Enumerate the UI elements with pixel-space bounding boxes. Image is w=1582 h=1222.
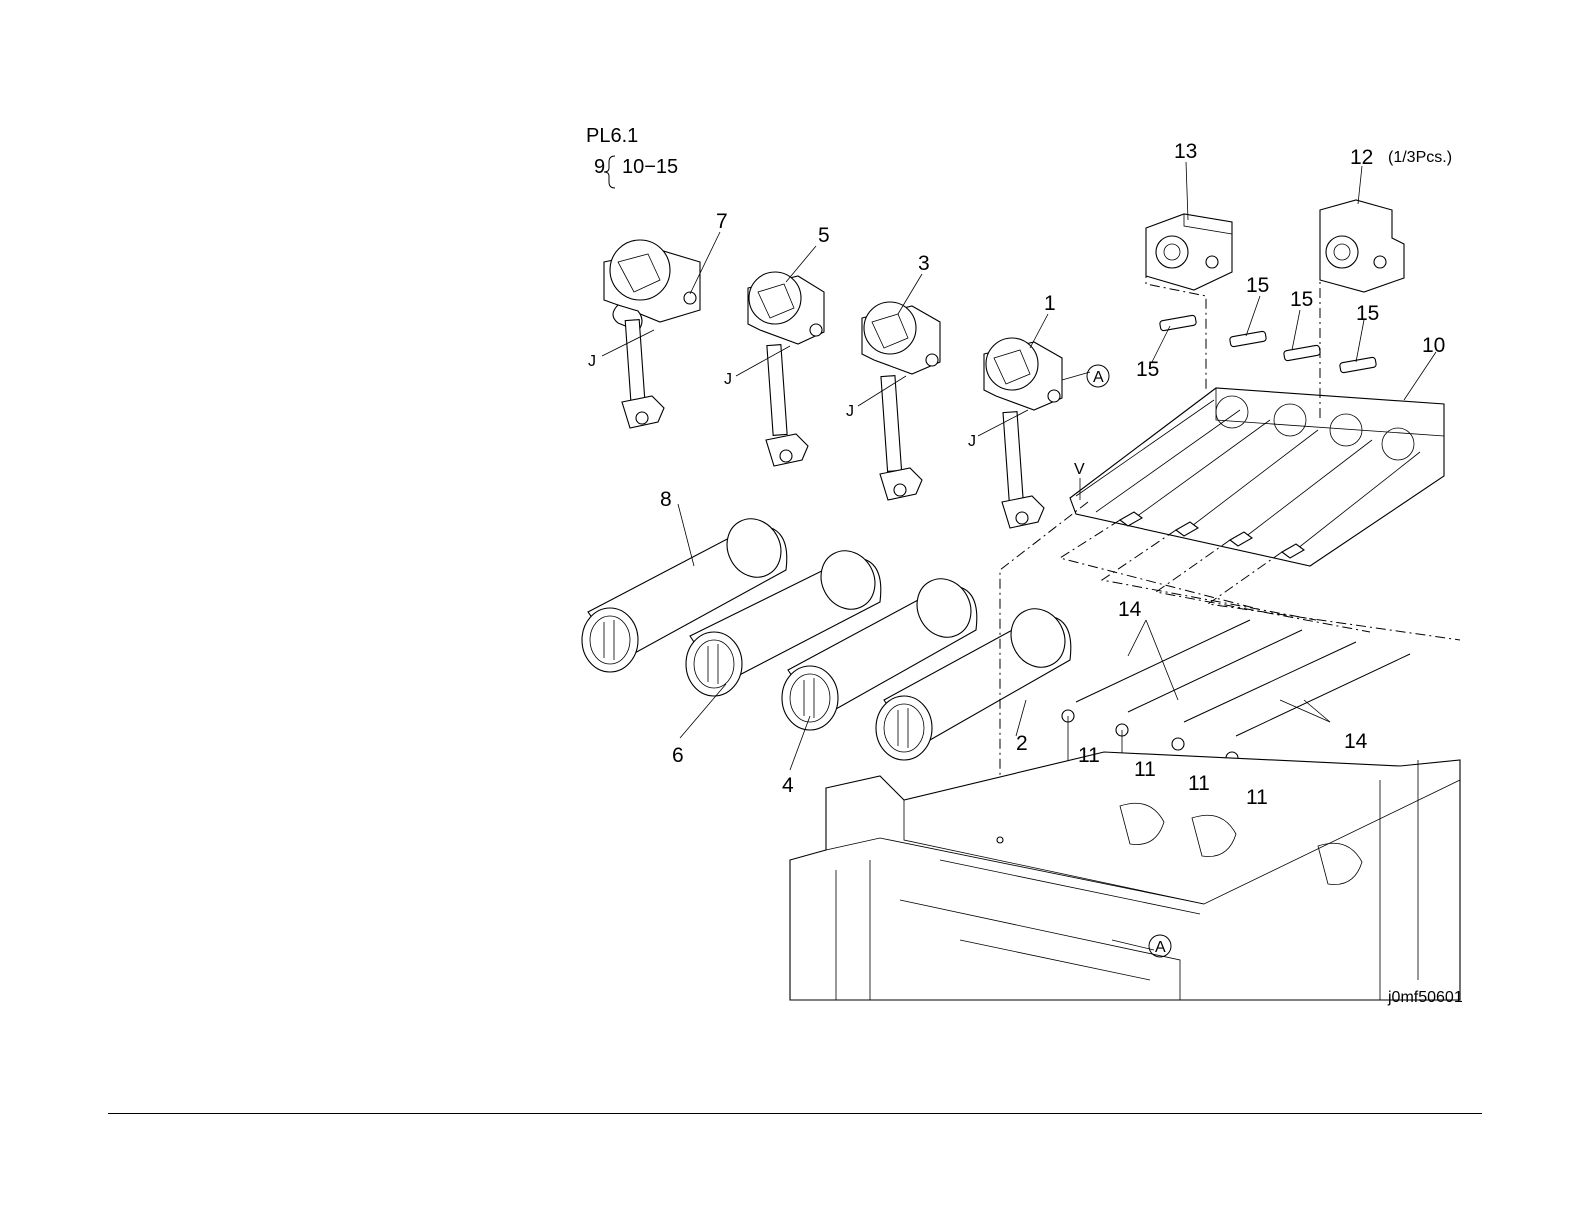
callout-12: 12 bbox=[1350, 146, 1373, 169]
callout-3: 3 bbox=[918, 252, 930, 275]
toner-dispenser-1 bbox=[984, 338, 1062, 528]
plate-reference: PL6.1 bbox=[586, 125, 638, 147]
motor-12 bbox=[1320, 200, 1404, 292]
callout-14-a: 14 bbox=[1118, 598, 1142, 621]
callout-11-d: 11 bbox=[1246, 786, 1268, 809]
callout-13: 13 bbox=[1174, 140, 1197, 163]
svg-text:A: A bbox=[1093, 369, 1104, 386]
footer-rule bbox=[108, 1113, 1482, 1114]
callout-1: 1 bbox=[1044, 292, 1056, 315]
ref-j-4: J bbox=[968, 433, 976, 450]
assembly-item-number: 9 bbox=[594, 156, 605, 178]
shafts-14 bbox=[1076, 620, 1410, 736]
sensors-15 bbox=[1159, 315, 1376, 373]
toner-dispenser-7 bbox=[604, 240, 700, 428]
callout-14-b: 14 bbox=[1344, 730, 1368, 753]
callout-15-c: 15 bbox=[1290, 288, 1313, 311]
assembly-brace bbox=[604, 156, 615, 188]
callout-5: 5 bbox=[818, 224, 830, 247]
svg-text:A: A bbox=[1155, 939, 1166, 956]
callout-6: 6 bbox=[672, 744, 684, 767]
callout-12-quantity: (1/3Pcs.) bbox=[1388, 149, 1452, 166]
callout-15-b: 15 bbox=[1246, 274, 1269, 297]
ref-j-3: J bbox=[846, 403, 854, 420]
motor-13 bbox=[1146, 214, 1232, 290]
assembly-range: 10−15 bbox=[622, 156, 678, 178]
ref-v: V bbox=[1074, 461, 1085, 478]
frame-bracket-10 bbox=[1070, 388, 1444, 566]
callout-15-a: 15 bbox=[1136, 358, 1159, 381]
toner-dispenser-3 bbox=[862, 302, 940, 500]
callout-8: 8 bbox=[660, 488, 672, 511]
ref-j-2: J bbox=[724, 371, 732, 388]
callout-11-c: 11 bbox=[1188, 772, 1210, 795]
toner-dispenser-5 bbox=[748, 272, 824, 466]
ref-a-upper: A bbox=[1087, 365, 1109, 387]
callout-4: 4 bbox=[782, 774, 794, 797]
base-frame bbox=[790, 752, 1460, 1000]
callout-10: 10 bbox=[1422, 334, 1445, 357]
callout-11-a: 11 bbox=[1078, 744, 1100, 767]
callout-15-d: 15 bbox=[1356, 302, 1379, 325]
figure-id: j0mf50601 bbox=[1387, 989, 1463, 1006]
callout-7: 7 bbox=[716, 210, 728, 233]
callout-2: 2 bbox=[1016, 732, 1028, 755]
callout-11-b: 11 bbox=[1134, 758, 1156, 781]
ref-j-1: J bbox=[588, 353, 596, 370]
